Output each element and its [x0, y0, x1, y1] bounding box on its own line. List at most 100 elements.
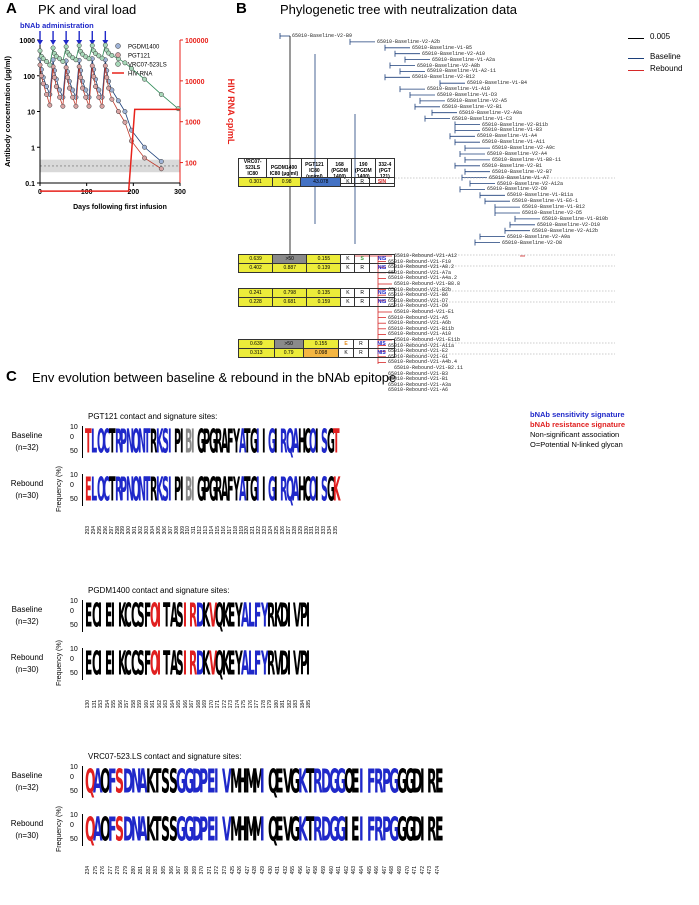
logo-position-label: 329	[297, 526, 304, 535]
logo-letter: E	[104, 597, 112, 635]
logo-position-label: 161	[150, 700, 156, 709]
logo-letter: Q	[267, 811, 279, 849]
logo-letter: E	[206, 811, 216, 849]
logo-y-tick: 0	[70, 608, 74, 615]
logo-letter: D	[412, 763, 423, 801]
logo-letter: F	[366, 763, 376, 801]
rebound-tip-label: 65010-Rebound-V21-B2.11	[394, 365, 464, 371]
neut-cell: NIS	[369, 254, 395, 264]
logo-letter: C	[91, 645, 100, 683]
logo-letter: I	[343, 811, 349, 849]
baseline-tip-label: 65010-Baseline-V1-B12	[522, 204, 586, 211]
logo-letter: F	[107, 811, 117, 849]
group-label-baseline: Baseline(n=32)	[0, 430, 54, 454]
legend-baseline-label: Baseline	[650, 52, 681, 61]
logo-letter: R	[214, 471, 222, 509]
logo-letter: B	[185, 471, 193, 509]
neut-cell: R	[354, 297, 370, 307]
data-point	[63, 44, 69, 50]
logo-letter: G	[183, 811, 194, 849]
legend-marker-swatch	[115, 52, 121, 58]
data-point	[86, 103, 92, 109]
logo-y-tick: 10	[70, 812, 78, 819]
logo-letter: O	[150, 645, 159, 683]
rebound-tip-label: 65010-Rebound-V21-E2	[388, 348, 449, 355]
baseline-tip-label: 65010-Baseline-V2-A9a	[507, 233, 571, 240]
logo-letter: K	[298, 811, 308, 849]
logo-letter: R	[427, 811, 437, 849]
logo-letter: V	[282, 811, 293, 849]
scale-bar	[628, 38, 644, 39]
logo-letter: P	[299, 645, 308, 683]
logo-letter: I	[262, 423, 266, 461]
logo-letter: T	[163, 597, 170, 635]
panel-b-title: Phylogenetic tree with neutralization da…	[280, 2, 518, 17]
logo-letter: A	[291, 471, 299, 509]
rebound-tip-label: 65010-Rebound-V21-G1	[388, 353, 449, 360]
logo-letter: A	[138, 811, 148, 849]
logo-position-label: 130	[85, 700, 91, 709]
logo-letter: P	[199, 763, 208, 801]
logo-y-tick: 50	[70, 836, 78, 843]
logo-letter: Q	[285, 423, 294, 461]
logo-y-axis	[82, 600, 83, 632]
logo-letter: P	[120, 471, 128, 509]
logo-letter: G	[389, 811, 400, 849]
logo-letter: P	[173, 423, 181, 461]
legend-nonsignificant: Non-significant association	[530, 430, 620, 439]
logo-letter: R	[267, 645, 275, 683]
logo-position-label: 296	[102, 526, 109, 535]
logo-letter: N	[126, 471, 135, 509]
logo-letter: T	[108, 471, 116, 509]
logo-letter: F	[254, 597, 261, 635]
logo-position-label: 463	[351, 866, 358, 875]
neut-cell: R	[352, 339, 369, 349]
logo-letter: R	[267, 597, 275, 635]
logo-letter: D	[320, 763, 331, 801]
logo-letter: G	[197, 423, 205, 461]
logo-position-label: 307	[167, 526, 174, 535]
baseline-tip-label: 65010-Baseline-V2-B11b	[482, 121, 549, 128]
baseline-tip-label: 65010-Baseline-V1-D3	[437, 92, 498, 98]
logo-letter: K	[155, 423, 163, 461]
logo-letter: R	[149, 423, 158, 461]
logo-y-tick: 0	[70, 482, 74, 489]
y-left-tick-label: 10	[27, 110, 35, 117]
logo-letter: O	[309, 471, 318, 509]
logo-y-tick: 50	[70, 670, 78, 677]
logo-letter: G	[336, 763, 346, 801]
logo-position-label: 185	[306, 700, 312, 709]
baseline-tip-label: 65010-Baseline-V2-A12a	[497, 180, 564, 187]
logo-letter: F	[143, 597, 151, 635]
logo-letter: Q	[267, 763, 279, 801]
logo-position-label: 183	[293, 700, 299, 709]
logo-letter: I	[262, 471, 266, 509]
logo-letter: I	[260, 763, 265, 801]
data-point	[60, 103, 66, 109]
logo-letter: C	[102, 471, 110, 509]
logo-letter: G	[176, 811, 187, 849]
logo-position-label: 426	[237, 866, 244, 875]
neut-cell: 0.135	[306, 288, 342, 298]
neut-cell: 0.681	[272, 297, 308, 307]
data-point	[37, 62, 43, 68]
logo-letter: S	[168, 763, 178, 801]
neut-cell: K	[340, 263, 356, 273]
logo-letter: V	[208, 645, 217, 683]
data-point	[115, 98, 121, 104]
logo-letter: I	[182, 645, 187, 683]
logo-letter: A	[291, 423, 299, 461]
logo-y-tick: 10	[70, 598, 78, 605]
logo-letter: S	[168, 811, 178, 849]
logo-letter: I	[98, 645, 102, 683]
logo-y-axis	[82, 474, 83, 506]
logo-letter: M	[229, 811, 242, 849]
logo-letter: F	[107, 763, 117, 801]
data-point	[142, 144, 147, 150]
x-tick-label: 300	[174, 189, 186, 196]
logo-letter: I	[306, 645, 310, 683]
logo-position-label: 466	[374, 866, 381, 875]
logo-letter: V	[293, 645, 301, 683]
